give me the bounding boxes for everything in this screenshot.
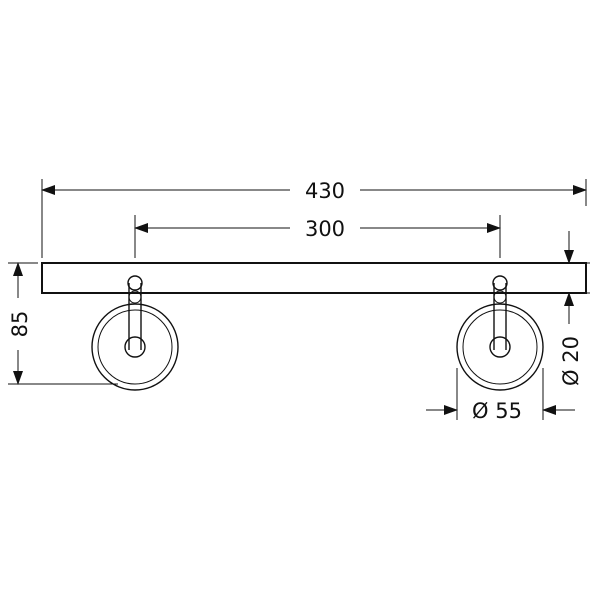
left-post-socket xyxy=(124,336,146,358)
left-wall-mount xyxy=(91,275,179,391)
left-post-cap xyxy=(127,275,143,291)
right-rosette-outer xyxy=(456,303,544,391)
dimension-rosette-diameter: Ø 55 xyxy=(426,368,575,423)
right-post-socket xyxy=(489,336,511,358)
dimension-label-430: 430 xyxy=(305,179,345,203)
right-rosette-inner xyxy=(462,309,538,385)
dimension-label-rosette: Ø 55 xyxy=(472,399,522,423)
right-post-cap xyxy=(492,275,508,291)
dimension-label-300: 300 xyxy=(305,217,345,241)
dimension-shelf-thickness: Ø 20 xyxy=(556,231,590,386)
right-wall-mount xyxy=(456,275,544,391)
dimension-label-thickness: Ø 20 xyxy=(559,336,583,386)
right-post-cap-lower xyxy=(493,290,507,304)
dimension-height: 85 xyxy=(8,262,118,385)
left-rosette-inner xyxy=(97,309,173,385)
dimension-label-85: 85 xyxy=(8,311,32,338)
left-post-cap-lower xyxy=(128,290,142,304)
left-rosette-outer xyxy=(91,303,179,391)
shelf-bar xyxy=(41,262,587,294)
dimension-mounting-distance: 300 xyxy=(134,215,501,258)
dimension-overall-length: 430 xyxy=(41,179,587,258)
